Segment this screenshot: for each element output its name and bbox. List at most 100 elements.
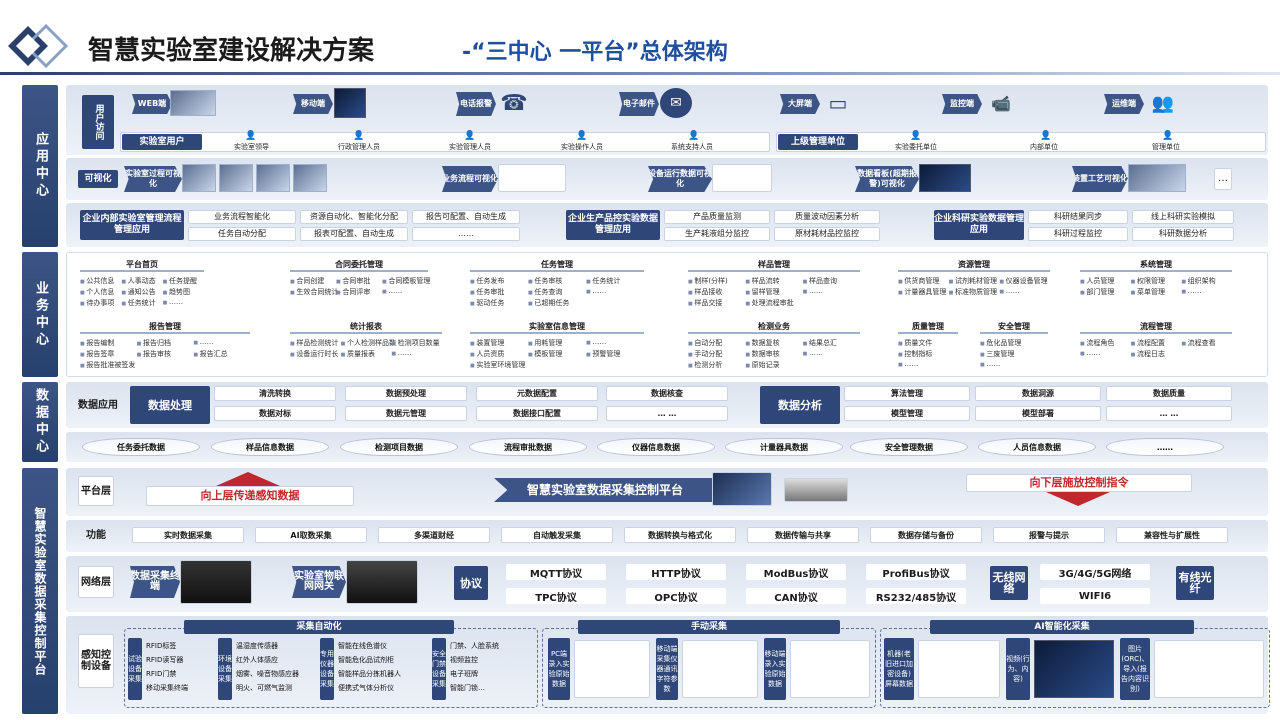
manual-img [790, 640, 870, 698]
protocol-item: CAN协议 [746, 588, 846, 604]
role-mgmt: 管理单位 [1152, 143, 1180, 151]
role-lab-leader: 实验室领导 [234, 143, 269, 151]
role-admin: 行政管理人员 [338, 143, 380, 151]
biz-item: 装置管理 [470, 338, 504, 348]
process-item: 数据元管理 [345, 406, 467, 421]
biz-item: …… [391, 349, 412, 357]
app-item: 生产耗液组分监控 [664, 227, 770, 241]
role-icon: 👤 [688, 131, 700, 141]
biz-item: …… [586, 287, 606, 295]
auto-col-item: 智能危化品试剂柜 [338, 656, 394, 664]
biz-item: 流程配置 [1131, 338, 1165, 348]
function-item: 实时数据采集 [132, 527, 244, 543]
web-screenshot [170, 90, 216, 116]
biz-item: 任务统计 [121, 298, 156, 308]
page-subtitle: -“三中心 一平台”总体架构 [462, 40, 728, 65]
access-ops: 运维端 [1104, 94, 1144, 114]
biz-item: 制样(分样) [688, 276, 727, 286]
upward-data: 向上层传递感知数据 [146, 486, 354, 506]
biz-item: 任务审核 [528, 276, 562, 286]
lab-user-bar [120, 132, 770, 152]
app-item: 资源自动化、智能化分配 [300, 210, 408, 224]
biz-item: 报告归档 [137, 338, 171, 348]
biz-item: 人员资质 [470, 349, 504, 359]
biz-item: 权限管理 [1131, 276, 1165, 286]
data-store: 计量器具数据 [725, 438, 843, 456]
diamond-logo-icon [8, 23, 69, 69]
biz-item: 仪器设备管理 [999, 276, 1048, 286]
biz-item: 危化品管理 [980, 338, 1021, 348]
data-analysis-label: 数据分析 [760, 386, 840, 424]
page-title: 智慧实验室建设解决方案 [88, 36, 375, 66]
manual-col: PC端录入实验原始数据 [548, 638, 570, 700]
visual-more: … [1214, 168, 1232, 190]
auto-col-item: 烟雾、噪音物感应器 [236, 670, 299, 678]
data-store: 样品信息数据 [211, 438, 329, 456]
function-item: 兼容性与扩展性 [1116, 527, 1228, 543]
manual-img [574, 640, 650, 698]
biz-item: 生效合同统计 [290, 287, 338, 297]
biz-group-title: 统计报表 [290, 320, 442, 334]
visual-device-img [712, 164, 772, 192]
biz-group-title: 合同委托管理 [290, 258, 428, 272]
function-item: 数据转换与格式化 [624, 527, 736, 543]
app-item: 科研结果同步 [1028, 210, 1128, 224]
manual-img [682, 640, 758, 698]
protocol-item: OPC协议 [626, 588, 726, 604]
visual-craft-img [1128, 164, 1186, 192]
analysis-item: 数据洞源 [975, 386, 1101, 401]
email-icon: ✉ [660, 88, 692, 118]
biz-item: 公共信息 [80, 276, 114, 286]
data-process-label: 数据处理 [130, 386, 210, 424]
biz-item: 控制指标 [898, 349, 932, 359]
process-item: 数据核查 [606, 386, 728, 401]
platform-screen-img [712, 472, 772, 506]
biz-item: 部门管理 [1080, 287, 1114, 297]
biz-item: 报告批准被签发 [80, 360, 135, 370]
collect-terminal: 数据采集终端 [130, 566, 180, 598]
ai-img [1154, 640, 1264, 698]
role-icon: 👤 [464, 131, 476, 141]
biz-item: 菜单管理 [1131, 287, 1165, 297]
terminal-img [180, 560, 252, 604]
visual-dashboard-img [919, 164, 971, 192]
visual-craft: 装置工艺可视化 [1072, 166, 1128, 192]
role-icon: 👤 [245, 131, 257, 141]
app-item: 原材耗材品控监控 [774, 227, 880, 241]
biz-item: …… [1080, 349, 1100, 357]
role-lab-manager: 实验管理人员 [449, 143, 491, 151]
biz-item: 任务发布 [470, 276, 504, 286]
access-monitor: 监控端 [942, 94, 982, 114]
protocol-item: ProfiBus协议 [866, 564, 966, 580]
auto-col-item: 视频监控 [450, 656, 478, 664]
role-icon: 👤 [576, 131, 588, 141]
access-bigscreen: 大屏端 [780, 94, 820, 114]
visual-img [182, 164, 216, 192]
data-app-label: 数据应用 [78, 399, 118, 411]
iot-gateway: 实验室物联网网关 [292, 566, 346, 598]
biz-item: 手动分配 [688, 349, 722, 359]
biz-item: 计量器具管理 [898, 287, 946, 297]
biz-item: 三废管理 [980, 349, 1014, 359]
biz-item: 样品流转 [745, 276, 780, 286]
biz-panel [66, 252, 1268, 377]
biz-item: 留样管理 [745, 287, 780, 297]
process-item: 元数据配置 [476, 386, 598, 401]
visual-img [256, 164, 290, 192]
biz-item: 结果总汇 [803, 338, 837, 348]
app-item: 报告可配置、自动生成 [412, 210, 520, 224]
biz-item: 通知公告 [121, 287, 156, 297]
biz-item: 检测分析 [688, 360, 722, 370]
biz-item: 趋势图 [163, 287, 190, 297]
downward-command: 向下层施放控制指令 [966, 474, 1192, 492]
biz-item: 任务提醒 [163, 276, 197, 286]
biz-item: 数据复核 [745, 338, 780, 348]
analysis-item: 模型管理 [844, 406, 970, 421]
analysis-item: … … [1106, 406, 1232, 421]
camera-icon: 📹 [991, 93, 1011, 113]
auto-col-item: 移动采集终端 [146, 684, 188, 692]
side-label-biz: 业务中心 [22, 252, 58, 377]
analysis-item: 数据质量 [1106, 386, 1232, 401]
app-item: 报表可配置、自动生成 [300, 227, 408, 241]
ai-col: 机器(老旧进口加密设备)屏幕数据 [884, 638, 914, 700]
